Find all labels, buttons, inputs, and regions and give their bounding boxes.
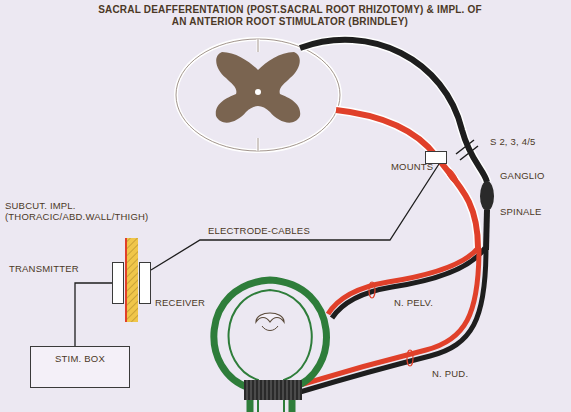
implant-site-label: SUBCUT. IMPL. (THORACIC/ABD.WALL/THIGH) — [5, 200, 170, 222]
sphincter — [244, 380, 302, 400]
skin-layer — [127, 238, 138, 322]
nerve-label: N. PUD. — [432, 368, 468, 379]
root-ring — [445, 168, 459, 185]
receiver-box: RECEIVER — [139, 262, 151, 304]
posterior-root — [300, 40, 487, 182]
nerve-label: N. PELV. — [394, 297, 433, 308]
spinal-ganglion — [480, 181, 494, 211]
electrode-cable — [151, 164, 439, 270]
electrode-cable — [75, 283, 112, 346]
ganglion-label: SPINALE — [500, 206, 542, 217]
sacral-root-label: S 2, 3, 4/5 — [490, 136, 536, 147]
node-label: MOUNTS — [391, 161, 433, 172]
grey-matter — [216, 52, 300, 123]
bladder — [214, 280, 327, 412]
node-label: TRANSMITTER — [9, 263, 79, 274]
edge-label: ELECTRODE-CABLES — [206, 225, 312, 236]
cut-mark — [456, 140, 478, 160]
ganglion-label: GANGLIO — [500, 170, 545, 181]
stim-box: STIM. BOX — [30, 346, 130, 388]
pudendal-nerve — [300, 248, 486, 392]
diagram-title: SACRAL DEAFFERENTATION (POST.SACRAL ROOT… — [95, 4, 485, 28]
node-label: RECEIVER — [155, 297, 205, 308]
node-label: STIM. BOX — [31, 353, 129, 364]
mount-box: MOUNTS — [425, 151, 447, 164]
pelvic-nerve — [328, 248, 485, 318]
spinal-cord — [176, 39, 340, 151]
transmitter-box: TRANSMITTER — [112, 262, 124, 304]
anterior-root — [336, 110, 478, 248]
